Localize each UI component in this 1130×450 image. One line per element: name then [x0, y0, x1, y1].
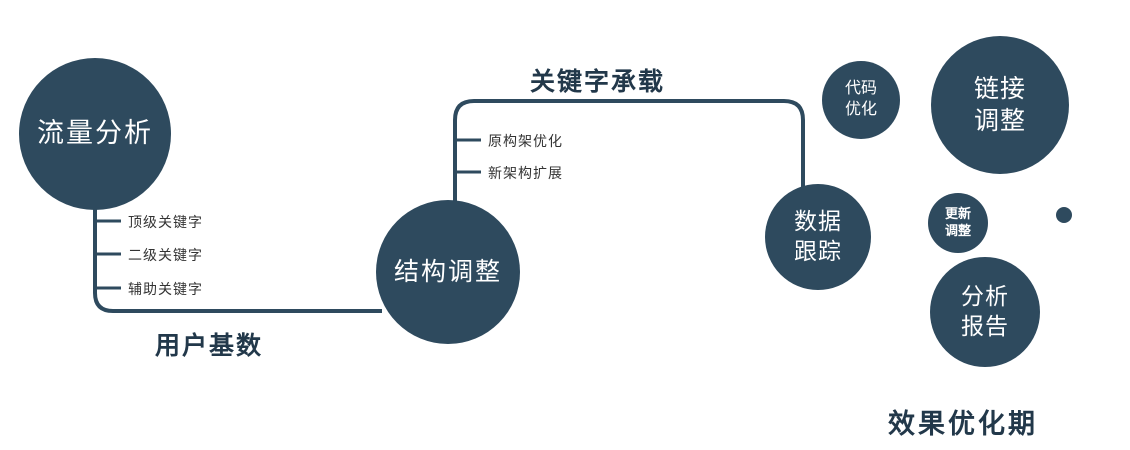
node-data-tracking: 数据 跟踪	[765, 184, 871, 290]
connector-top-path	[453, 99, 805, 205]
node-update-adjustment: 更新 调整	[928, 193, 988, 253]
branch-label-arch-optimize: 原构架优化	[488, 133, 563, 149]
edge-label-keyword-load: 关键字承载	[530, 68, 666, 96]
branch-label-arch-expand: 新架构扩展	[488, 165, 563, 181]
node-code-optimization: 代码 优化	[822, 61, 900, 139]
edge-label-user-base: 用户基数	[155, 332, 264, 360]
node-structure-adjustment: 结构调整	[376, 200, 520, 344]
branch-label-aux-keyword: 辅助关键字	[128, 281, 203, 297]
branch-label-second-keyword: 二级关键字	[128, 247, 203, 263]
node-traffic-analysis: 流量分析	[19, 58, 171, 210]
footer-label-effect-period: 效果优化期	[888, 409, 1038, 439]
node-analysis-report: 分析 报告	[930, 257, 1040, 367]
connector-left-path	[93, 198, 382, 313]
node-link-adjustment: 链接 调整	[931, 36, 1069, 174]
small-dot-marker	[1056, 207, 1072, 223]
branch-label-top-keyword: 顶级关键字	[128, 214, 203, 230]
